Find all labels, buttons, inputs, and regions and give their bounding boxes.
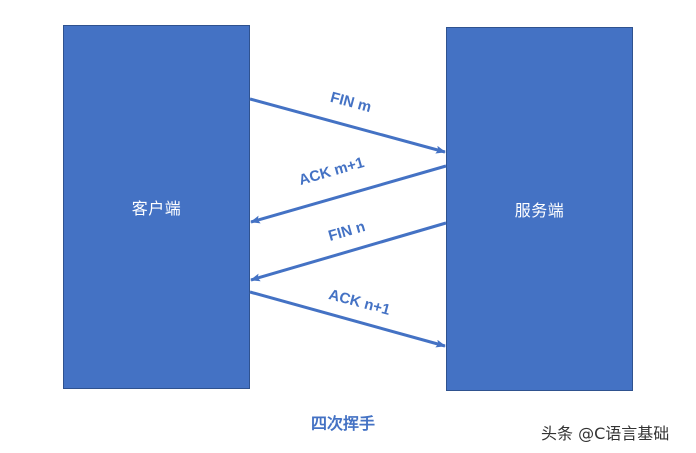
watermark: 头条 @C语言基础 <box>541 424 670 443</box>
client-label: 客户端 <box>131 199 182 218</box>
server-box: 服务端 <box>446 27 633 391</box>
message-label-fin-n: FIN n <box>326 218 368 245</box>
message-label-fin-m: FIN m <box>328 88 374 117</box>
client-box: 客户端 <box>63 25 250 389</box>
message-label-ack-n1: ACK n+1 <box>326 286 393 319</box>
diagram-caption: 四次挥手 <box>311 414 376 433</box>
message-label-ack-m1: ACK m+1 <box>296 154 367 189</box>
server-label: 服务端 <box>514 201 565 220</box>
